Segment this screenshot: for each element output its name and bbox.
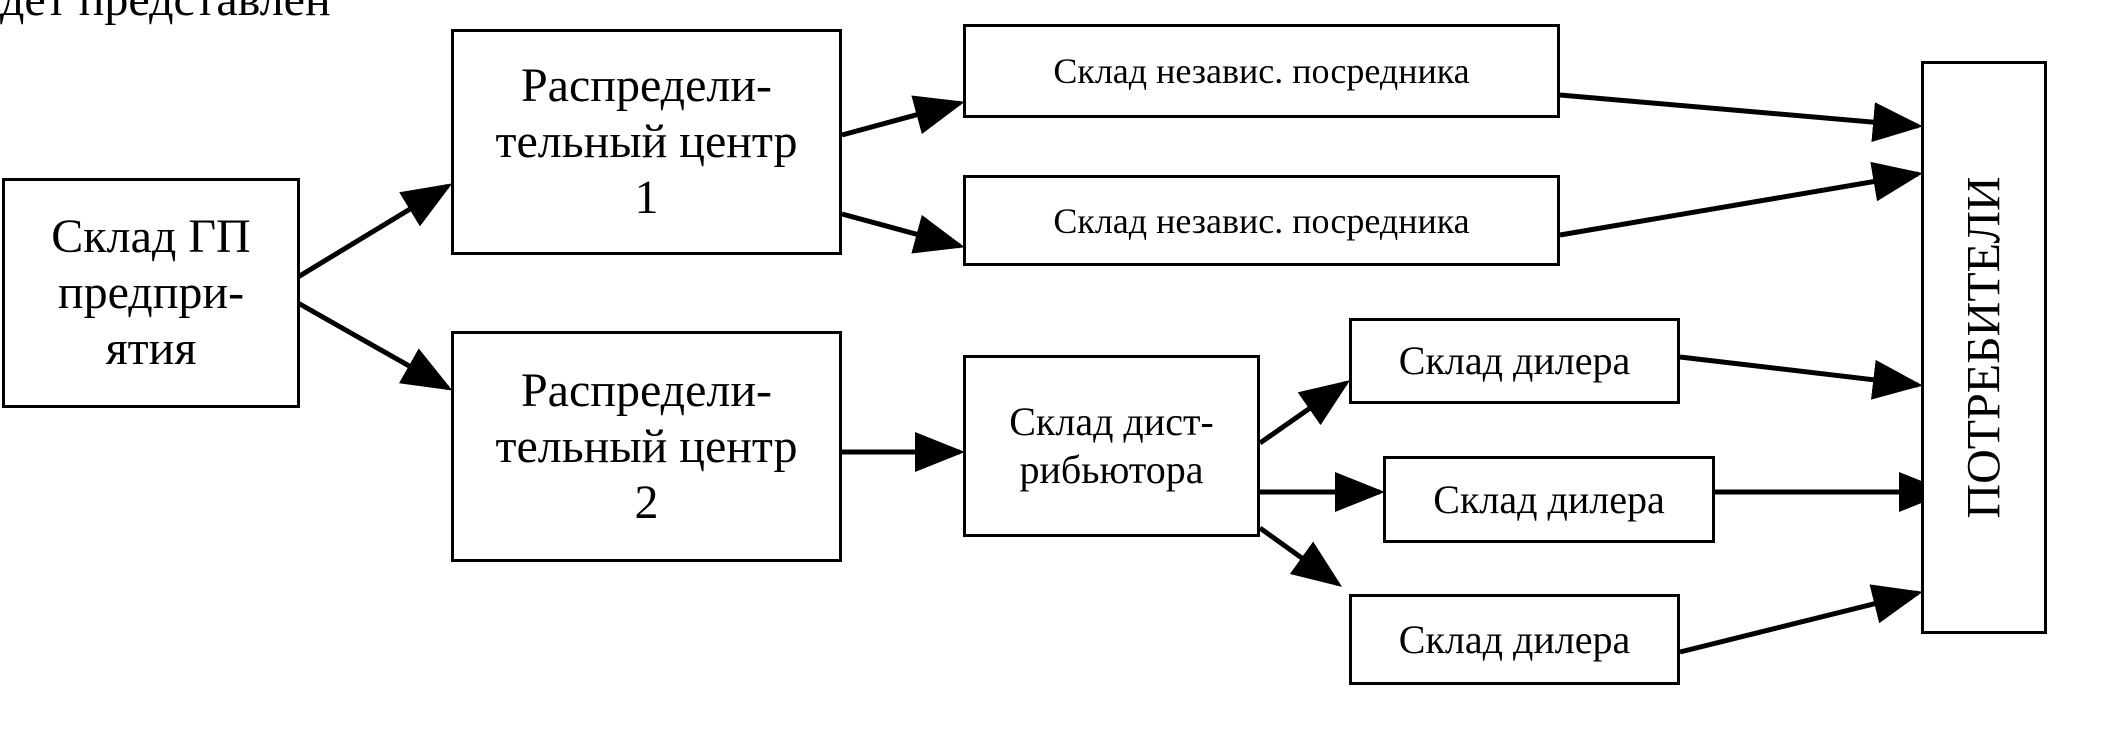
- node-dealer-warehouse-1-label: Склад дилера: [1398, 338, 1631, 383]
- arrow-dealer1-to-consumers: [1679, 354, 1923, 400]
- node-distributor-warehouse-label: Склад дист- рибьютора: [1009, 399, 1214, 492]
- arrow-dc1-to-broker2: [841, 211, 965, 254]
- node-enterprise-warehouse: Склад ГП предпри- ятия: [2, 178, 300, 408]
- arrow-distributor-to-dealer3: [1258, 525, 1343, 587]
- top-text-fragment: дет представлен: [0, 0, 400, 30]
- arrow-enterprise-to-dc1: [296, 183, 453, 280]
- node-consumers-label: ПОТРЕБИТЕЛИ: [1957, 176, 2011, 519]
- node-broker-warehouse-1-label: Склад независ. посредника: [1053, 51, 1470, 91]
- arrow-broker1-to-consumers: [1559, 92, 1923, 143]
- arrow-dealer3-to-consumers: [1679, 584, 1923, 655]
- node-consumers: ПОТРЕБИТЕЛИ: [1921, 61, 2047, 634]
- arrow-enterprise-to-dc2: [296, 300, 453, 391]
- node-broker-warehouse-1: Склад независ. посредника: [963, 24, 1560, 118]
- node-distribution-center-2-label: Распредели- тельный центр 2: [495, 363, 798, 529]
- node-broker-warehouse-2-label: Склад независ. посредника: [1053, 200, 1470, 241]
- node-dealer-warehouse-3: Склад дилера: [1349, 594, 1680, 685]
- node-broker-warehouse-2: Склад независ. посредника: [963, 175, 1560, 266]
- arrow-dc1-to-broker1: [841, 95, 965, 138]
- arrow-distributor-to-dealer1: [1258, 380, 1351, 446]
- node-dealer-warehouse-3-label: Склад дилера: [1398, 616, 1631, 662]
- node-dealer-warehouse-2: Склад дилера: [1383, 456, 1715, 543]
- node-distributor-warehouse: Склад дист- рибьютора: [963, 355, 1260, 537]
- node-distribution-center-2: Распредели- тельный центр 2: [451, 331, 842, 562]
- node-dealer-warehouse-2-label: Склад дилера: [1433, 476, 1665, 522]
- node-dealer-warehouse-1: Склад дилера: [1349, 318, 1680, 404]
- arrow-broker2-to-consumers: [1559, 161, 1923, 238]
- node-distribution-center-1: Распредели- тельный центр 1: [451, 29, 842, 255]
- node-distribution-center-1-label: Распредели- тельный центр 1: [495, 59, 798, 224]
- node-enterprise-warehouse-label: Склад ГП предпри- ятия: [51, 210, 251, 375]
